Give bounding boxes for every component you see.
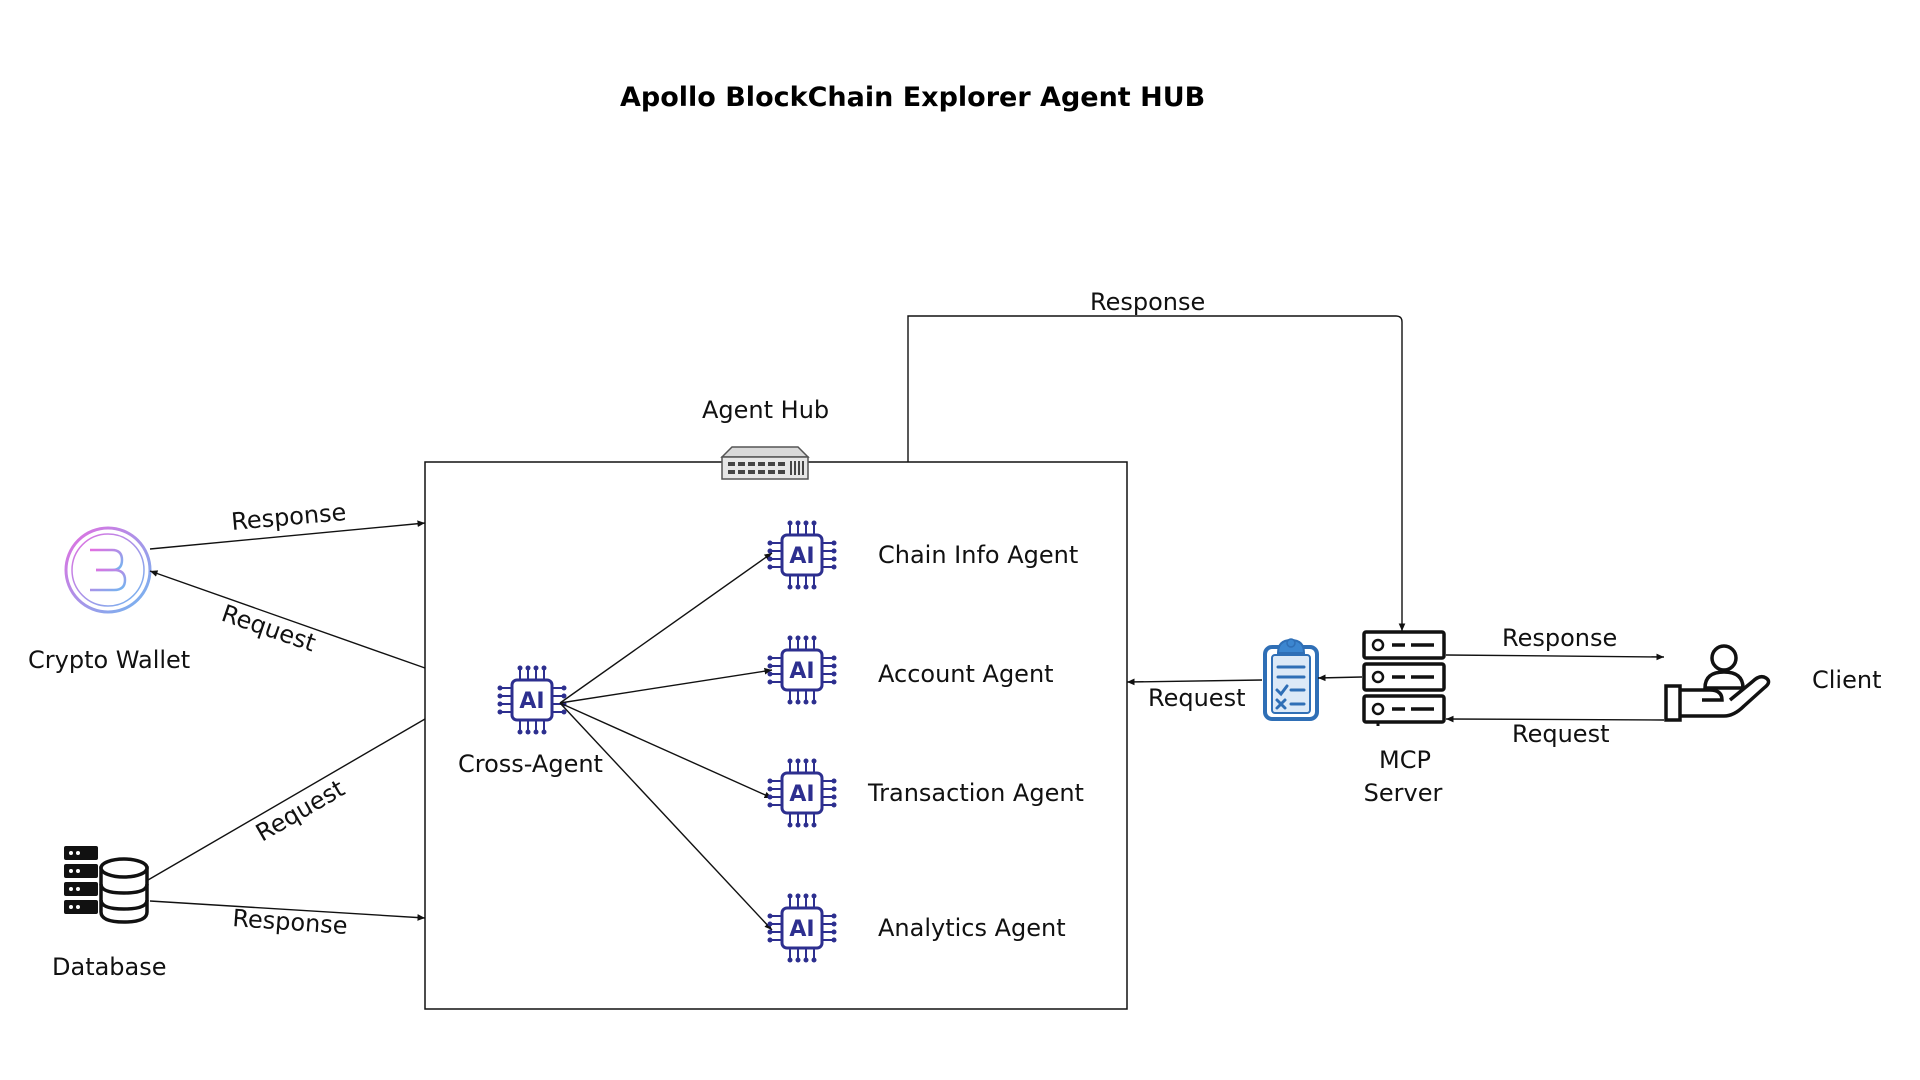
wallet-request-label: Request [218,599,319,657]
analytics-agent: AI Analytics Agent [766,892,1066,964]
client-request-arrow [1445,715,1665,723]
database-label: Database [52,953,167,981]
client-hand-icon [1664,644,1771,722]
chain-info-agent-label: Chain Info Agent [878,541,1078,569]
server-to-clipboard-arrow [1317,674,1363,682]
transaction-chip-icon: AI [766,757,838,829]
client-label: Client [1812,666,1881,694]
hub-to-server-response-label: Response [1090,288,1205,316]
hub-to-server-response-arrow [907,315,1406,631]
database-icon [64,846,149,924]
mcp-server-label-line2: Server [1364,779,1443,807]
cross-to-analytics-connector [559,702,773,931]
cross-to-account-connector [559,667,773,704]
wallet-request-arrow [149,570,426,669]
db-response-label: Response [232,904,349,940]
agent-hub-label: Agent Hub [702,396,829,424]
client-request-label: Request [1512,720,1610,748]
chain-info-agent: AI Chain Info Agent [766,519,1078,591]
wallet-response-arrow [149,520,426,550]
db-request-label: Request [251,774,349,847]
server-to-hub-request-arrow [1126,678,1263,686]
network-switch-icon [720,446,810,480]
cross-to-chain-info-connector [559,552,773,704]
crypto-wallet-label: Crypto Wallet [28,646,190,674]
diagram-title: Apollo BlockChain Explorer Agent HUB [620,82,1205,113]
client-response-arrow [1445,653,1665,661]
account-chip-icon: AI [766,634,838,706]
svg-text:AI: AI [789,659,814,684]
bitcoin-icon [64,526,152,614]
account-agent: AI Account Agent [766,634,1054,706]
cross-agent-chip-icon: AI [496,664,568,736]
clipboard-icon [1263,638,1319,721]
transaction-agent: AI Transaction Agent [766,757,1084,829]
cross-agent-chip-text: AI [519,689,544,714]
analytics-chip-icon: AI [766,892,838,964]
cross-agent-label: Cross-Agent [458,750,603,778]
svg-text:AI: AI [789,544,814,569]
account-agent-label: Account Agent [878,660,1054,688]
chain-info-chip-icon: AI [766,519,838,591]
transaction-agent-label: Transaction Agent [867,779,1084,807]
client-response-label: Response [1502,624,1617,652]
db-response-arrow [149,900,426,921]
svg-text:AI: AI [789,782,814,807]
mcp-server-label-line1: MCP [1379,746,1431,774]
db-request-arrow [147,718,426,881]
svg-text:AI: AI [789,917,814,942]
analytics-agent-label: Analytics Agent [878,914,1066,942]
server-icon [1362,630,1446,726]
wallet-response-label: Response [230,498,347,536]
server-to-hub-request-label: Request [1148,684,1246,712]
cross-to-transaction-connector [559,702,773,799]
